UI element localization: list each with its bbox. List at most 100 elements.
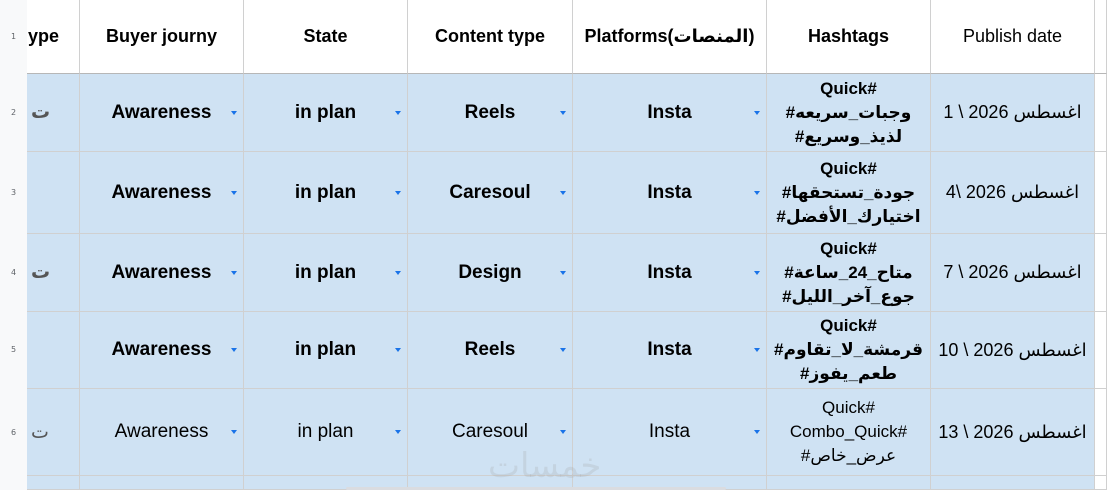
- dropdown-caret-icon[interactable]: [560, 110, 566, 115]
- header-overflow-cell[interactable]: [1095, 0, 1107, 74]
- dropdown-caret-icon[interactable]: [560, 430, 566, 434]
- dropdown-caret-icon[interactable]: [754, 430, 760, 434]
- partial-cell[interactable]: [767, 476, 931, 490]
- state-dropdown[interactable]: in plan: [244, 74, 408, 152]
- overflow-cell[interactable]: [1095, 389, 1107, 476]
- hashtag: #لذيذ_وسريع: [794, 126, 903, 146]
- type-cell[interactable]: ت: [27, 74, 80, 152]
- hashtags-cell[interactable]: Quick##جودة_تستحقها#اختيارك_الأفضل: [767, 152, 931, 234]
- cell-value: Awareness: [111, 101, 212, 123]
- row-number[interactable]: 3: [10, 188, 17, 197]
- overflow-cell[interactable]: [1095, 312, 1107, 389]
- cell-value: in plan: [294, 101, 357, 123]
- header-buyer-journey[interactable]: Buyer journy: [80, 0, 244, 74]
- dropdown-caret-icon[interactable]: [754, 190, 760, 195]
- content-type-dropdown[interactable]: Caresoul: [408, 389, 573, 476]
- publish-date-cell[interactable]: اغسطس 2026 \ 1: [931, 74, 1095, 152]
- partial-cell[interactable]: [80, 476, 244, 490]
- header-type[interactable]: ype: [27, 0, 80, 74]
- dropdown-caret-icon[interactable]: [231, 270, 237, 275]
- row-number[interactable]: 1: [10, 32, 17, 41]
- hashtags-cell[interactable]: Quick##قرمشة_لا_تقاوم#طعم_يفوز: [767, 312, 931, 389]
- publish-date-cell[interactable]: اغسطس 2026 \ 13: [931, 389, 1095, 476]
- type-cell[interactable]: [27, 312, 80, 389]
- cell-value: Insta: [647, 339, 692, 360]
- state-dropdown[interactable]: in plan: [244, 312, 408, 389]
- table-row: Awareness in plan Caresoul Insta Quick##…: [27, 152, 1107, 234]
- partial-cell[interactable]: [27, 476, 80, 490]
- type-cell[interactable]: ت: [27, 389, 80, 476]
- hashtag: #جودة_تستحقها: [781, 182, 916, 202]
- cell-value: Awareness: [111, 181, 212, 203]
- buyer-journey-dropdown[interactable]: Awareness: [80, 389, 244, 476]
- hashtag: #وجبات_سريعه: [785, 102, 912, 122]
- buyer-journey-dropdown[interactable]: Awareness: [80, 152, 244, 234]
- platform-dropdown[interactable]: Insta: [573, 234, 767, 312]
- dropdown-caret-icon[interactable]: [231, 190, 237, 195]
- platform-dropdown[interactable]: Insta: [573, 312, 767, 389]
- spreadsheet-grid: ype Buyer journy State Content type Plat…: [27, 0, 1107, 490]
- buyer-journey-dropdown[interactable]: Awareness: [80, 234, 244, 312]
- platform-dropdown[interactable]: Insta: [573, 389, 767, 476]
- dropdown-caret-icon[interactable]: [754, 270, 760, 275]
- publish-date-cell[interactable]: اغسطس 2026 \ 10: [931, 312, 1095, 389]
- overflow-cell[interactable]: [1095, 74, 1107, 152]
- dropdown-caret-icon[interactable]: [395, 348, 401, 352]
- hashtags-cell[interactable]: Quick#Combo_Quick##عرض_خاص: [767, 389, 931, 476]
- cell-value: Caresoul: [451, 421, 529, 442]
- horizontal-scrollbar[interactable]: [346, 487, 726, 490]
- hashtag: Quick#: [820, 238, 877, 258]
- header-state[interactable]: State: [244, 0, 408, 74]
- cell-value: Reels: [464, 339, 516, 360]
- cell-value: Insta: [647, 101, 692, 123]
- overflow-cell[interactable]: [1095, 152, 1107, 234]
- hashtags-cell[interactable]: Quick##وجبات_سريعه#لذيذ_وسريع: [767, 74, 931, 152]
- type-cell[interactable]: [27, 152, 80, 234]
- type-cell[interactable]: ت: [27, 234, 80, 312]
- publish-date-cell[interactable]: اغسطس 2026 \4: [931, 152, 1095, 234]
- dropdown-caret-icon[interactable]: [395, 190, 401, 195]
- partial-cell[interactable]: [931, 476, 1095, 490]
- row-number[interactable]: 4: [10, 268, 17, 277]
- table-row: Awareness in plan Reels Insta Quick##قرم…: [27, 312, 1107, 389]
- cell-value: Awareness: [114, 421, 209, 442]
- overflow-cell[interactable]: [1095, 234, 1107, 312]
- platform-dropdown[interactable]: Insta: [573, 152, 767, 234]
- state-dropdown[interactable]: in plan: [244, 234, 408, 312]
- dropdown-caret-icon[interactable]: [395, 430, 401, 434]
- buyer-journey-dropdown[interactable]: Awareness: [80, 312, 244, 389]
- publish-date-cell[interactable]: اغسطس 2026 \ 7: [931, 234, 1095, 312]
- dropdown-caret-icon[interactable]: [395, 270, 401, 275]
- hashtags-cell[interactable]: Quick##متاح_24_ساعة#جوع_آخر_الليل: [767, 234, 931, 312]
- content-type-dropdown[interactable]: Reels: [408, 74, 573, 152]
- header-platforms[interactable]: Platforms(المنصات): [573, 0, 767, 74]
- dropdown-caret-icon[interactable]: [395, 110, 401, 115]
- row-number[interactable]: 5: [10, 345, 17, 354]
- state-dropdown[interactable]: in plan: [244, 389, 408, 476]
- cell-value: Awareness: [111, 339, 212, 360]
- row-number[interactable]: 6: [10, 428, 17, 437]
- header-hashtags[interactable]: Hashtags: [767, 0, 931, 74]
- content-type-dropdown[interactable]: Reels: [408, 312, 573, 389]
- buyer-journey-dropdown[interactable]: Awareness: [80, 74, 244, 152]
- row-number[interactable]: 2: [10, 108, 17, 117]
- dropdown-caret-icon[interactable]: [231, 348, 237, 352]
- platform-dropdown[interactable]: Insta: [573, 74, 767, 152]
- overflow-cell[interactable]: [1095, 476, 1107, 490]
- dropdown-caret-icon[interactable]: [231, 110, 237, 115]
- content-type-dropdown[interactable]: Caresoul: [408, 152, 573, 234]
- dropdown-caret-icon[interactable]: [754, 348, 760, 352]
- hashtag: #اختيارك_الأفضل: [776, 206, 921, 226]
- dropdown-caret-icon[interactable]: [560, 190, 566, 195]
- content-type-dropdown[interactable]: Design: [408, 234, 573, 312]
- state-dropdown[interactable]: in plan: [244, 152, 408, 234]
- dropdown-caret-icon[interactable]: [560, 270, 566, 275]
- dropdown-caret-icon[interactable]: [231, 430, 237, 434]
- cell-value: Caresoul: [449, 181, 531, 203]
- cell-value: in plan: [297, 421, 354, 442]
- dropdown-caret-icon[interactable]: [560, 348, 566, 352]
- dropdown-caret-icon[interactable]: [754, 110, 760, 115]
- header-content-type[interactable]: Content type: [408, 0, 573, 74]
- table-row: ت Awareness in plan Caresoul Insta Quick…: [27, 389, 1107, 476]
- header-publish-date[interactable]: Publish date: [931, 0, 1095, 74]
